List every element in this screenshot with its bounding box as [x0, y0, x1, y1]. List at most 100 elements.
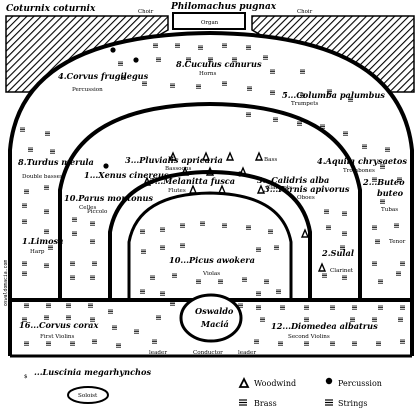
soloist-dollar-mark: $: [24, 374, 28, 380]
strings-marker: [180, 223, 185, 228]
conductor-name-line1: Oswaldo: [195, 306, 234, 316]
brass-marker: [300, 69, 305, 74]
bass-tag: Bass: [264, 157, 277, 163]
strings-marker: [342, 231, 347, 236]
brass-marker: [372, 261, 377, 266]
brass-marker: [153, 43, 158, 48]
strings-marker: [22, 261, 27, 266]
corvus-corax-label: 16...Corvus corax: [19, 320, 98, 330]
brass-marker: [156, 57, 161, 62]
strings-marker: [140, 289, 145, 294]
brass-marker: [118, 61, 123, 66]
choir-right-label: Choir: [297, 9, 313, 15]
strings-marker: [44, 229, 49, 234]
woodwind-marker: [205, 166, 215, 176]
strings-marker: [278, 341, 283, 346]
corvus-frugilegus-label: 4.Corvus frugilegus: [58, 71, 149, 81]
buteo-label-line1: 2...Buteo: [362, 177, 405, 187]
strings-marker: [340, 245, 345, 250]
center-title: Philomachus pugnax: [170, 2, 277, 12]
legend-brass: Brass: [254, 399, 277, 408]
picus-label: 10...Picus awokera: [169, 255, 255, 265]
strings-marker: [304, 305, 309, 310]
strings-marker: [66, 303, 71, 308]
conductor-name-line2: Maciá: [200, 319, 229, 329]
brass-marker: [380, 164, 385, 169]
conductor-podium: [179, 293, 243, 343]
columba-label: 5...Columba palumbus: [282, 90, 385, 100]
percussion-marker: [110, 47, 116, 53]
strings-marker: [70, 261, 75, 266]
brass-marker: [362, 144, 367, 149]
strings-marker: [92, 261, 97, 266]
melanitta-label: 3...Melanitta fusca: [149, 176, 235, 186]
strings-marker: [172, 273, 177, 278]
strings-marker: [350, 317, 355, 322]
strings-marker: [256, 291, 261, 296]
brass-marker: [198, 45, 203, 50]
woodwind-marker: [180, 166, 190, 176]
strings-marker: [160, 245, 165, 250]
brass-marker: [378, 279, 383, 284]
strings-marker: [242, 277, 247, 282]
picus-instrument: Violas: [202, 271, 220, 277]
strings-marker: [70, 341, 75, 346]
strings-legend-icon: [325, 399, 333, 406]
strings-marker: [324, 209, 329, 214]
innermost-tier-outline: [127, 191, 293, 300]
strings-marker: [45, 131, 50, 136]
strings-marker: [150, 275, 155, 280]
woodwind-marker: [238, 166, 248, 176]
legend-percussion: Percussion: [338, 379, 382, 388]
pernis-instrument: Oboes: [297, 195, 315, 201]
percussion-marker: [237, 171, 243, 177]
buteo-label-line2: buteo: [377, 188, 404, 198]
strings-marker: [90, 221, 95, 226]
turdus-label: 8.Turdus merula: [18, 157, 94, 167]
brass-marker: [196, 84, 201, 89]
parus-instrument: Celles: [79, 205, 96, 211]
sulal-label: 2.Sulal: [321, 248, 354, 258]
player-markers: [20, 43, 405, 348]
brass-marker: [246, 112, 251, 117]
strings-marker: [72, 231, 77, 236]
cuculus-label: 8.Cuculus canurus: [176, 59, 262, 69]
strings-marker: [22, 203, 27, 208]
strings-marker: [376, 341, 381, 346]
strings-marker: [28, 147, 33, 152]
brass-marker: [222, 81, 227, 86]
soloist-tag: Soloist: [78, 393, 98, 399]
strings-marker: [276, 289, 281, 294]
brass-legend-icon: [239, 399, 247, 406]
brass-marker: [400, 261, 405, 266]
strings-marker: [44, 315, 49, 320]
conductor-tag: Conductor: [193, 350, 223, 356]
strings-marker: [196, 279, 201, 284]
strings-marker: [280, 305, 285, 310]
strings-marker: [342, 275, 347, 280]
brass-marker: [297, 121, 302, 126]
strings-marker: [90, 275, 95, 280]
organ-label: Organ: [201, 20, 219, 26]
strings-marker: [274, 245, 279, 250]
woodwind-marker: [168, 151, 178, 161]
brass-marker: [247, 86, 252, 91]
strings-marker: [70, 275, 75, 280]
side-watermark-text: oswaldomacia.com: [3, 260, 9, 306]
brass-marker: [343, 131, 348, 136]
parus-label: 10.Parus montonus: [64, 193, 153, 203]
woodwind-marker: [300, 228, 310, 238]
strings-marker: [170, 301, 175, 306]
strings-marker: [342, 211, 347, 216]
strings-marker: [256, 305, 261, 310]
strings-marker: [108, 309, 113, 314]
strings-marker: [246, 225, 251, 230]
strings-marker: [160, 291, 165, 296]
strings-marker: [398, 317, 403, 322]
strings-marker: [24, 189, 29, 194]
strings-marker: [24, 341, 29, 346]
strings-marker: [378, 305, 383, 310]
brass-marker: [121, 75, 126, 80]
strings-marker: [90, 239, 95, 244]
